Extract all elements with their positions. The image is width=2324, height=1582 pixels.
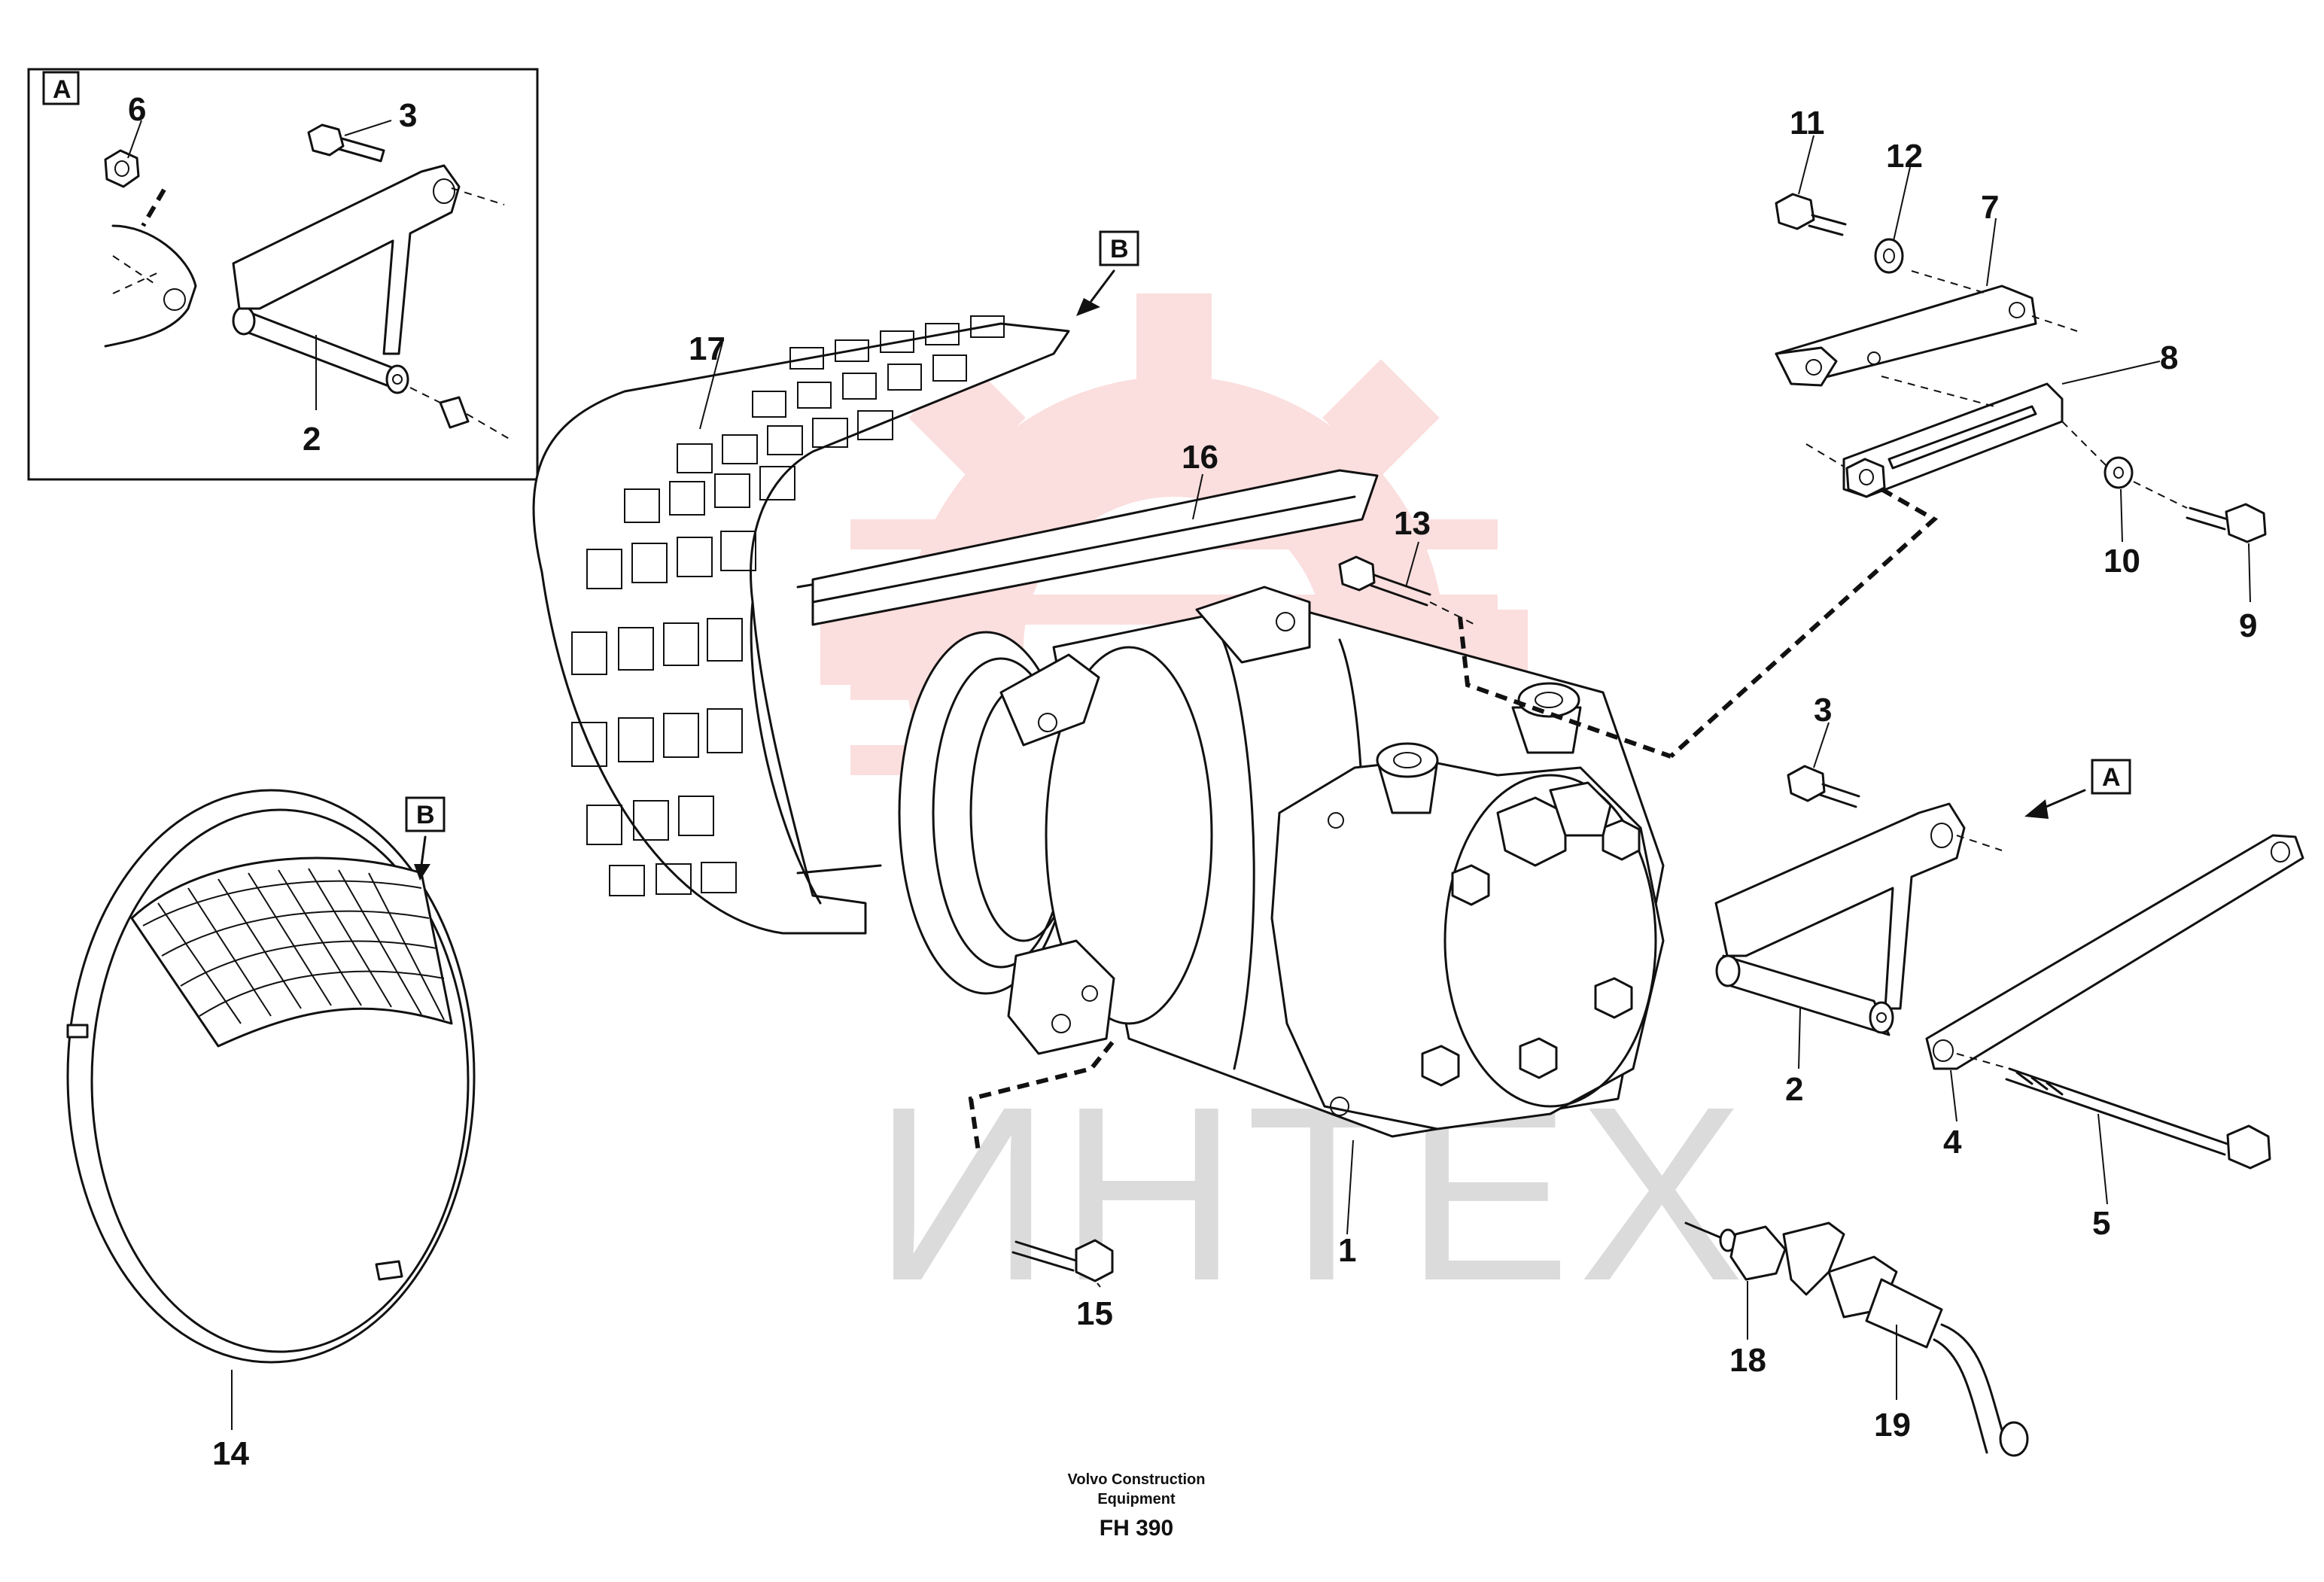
callout-11: 11 bbox=[1790, 105, 1825, 141]
callout-2-inset: 2 bbox=[303, 421, 321, 458]
pressure-switch: 18 bbox=[1684, 1221, 1845, 1379]
callout-14: 14 bbox=[212, 1435, 249, 1472]
callout-16: 16 bbox=[1182, 439, 1218, 476]
bolt-15: 15 bbox=[968, 1041, 1115, 1332]
bolt-icon bbox=[307, 123, 385, 163]
view-a-inset-label: A bbox=[53, 75, 71, 104]
callout-7: 7 bbox=[1981, 189, 1999, 226]
footer: Volvo Construction Equipment FH 390 bbox=[1068, 1471, 1206, 1541]
callout-15: 15 bbox=[1076, 1295, 1113, 1332]
callout-8: 8 bbox=[2160, 339, 2178, 376]
callout-3-main: 3 bbox=[1814, 692, 1832, 729]
head-bolt-icon bbox=[1421, 819, 1641, 1087]
callout-12: 12 bbox=[1886, 138, 1923, 175]
view-a-main-label: A bbox=[2102, 763, 2121, 792]
callout-6: 6 bbox=[128, 91, 146, 128]
callout-17: 17 bbox=[689, 330, 725, 367]
callout-13: 13 bbox=[1394, 505, 1431, 542]
upper-bracket-assembly: 11 12 7 8 10 9 bbox=[1668, 105, 2267, 759]
callout-2-main: 2 bbox=[1785, 1071, 1803, 1108]
belt-guard: 17 bbox=[532, 315, 1070, 935]
lower-bracket-assembly: 3 A 2 4 5 bbox=[1714, 692, 2304, 1242]
nut-icon bbox=[104, 149, 140, 188]
bolt-13: 13 bbox=[1338, 505, 1672, 759]
callout-5: 5 bbox=[2092, 1205, 2110, 1242]
callout-18: 18 bbox=[1729, 1342, 1766, 1379]
footer-code: FH 390 bbox=[1100, 1516, 1173, 1541]
view-b-main-label: B bbox=[1110, 235, 1129, 263]
callout-4: 4 bbox=[1943, 1124, 1962, 1161]
drive-belt: 16 bbox=[811, 439, 1379, 626]
callout-9: 9 bbox=[2239, 607, 2257, 644]
view-b-belt-label: B bbox=[416, 801, 435, 829]
pin-icon bbox=[232, 306, 409, 394]
service-port-icon bbox=[1376, 682, 1612, 867]
inset-view-a: A 6 3 bbox=[27, 68, 539, 481]
callout-1: 1 bbox=[1338, 1232, 1356, 1269]
wire-connector: 19 bbox=[1827, 1255, 2029, 1457]
footer-line-1: Volvo Construction bbox=[1068, 1471, 1206, 1488]
callout-19: 19 bbox=[1874, 1407, 1911, 1444]
callout-3-inset: 3 bbox=[399, 97, 417, 134]
belt-loop: 14 B bbox=[66, 789, 476, 1472]
view-b-marker: B bbox=[1076, 230, 1139, 316]
callout-10: 10 bbox=[2103, 543, 2140, 580]
footer-line-2: Equipment bbox=[1097, 1491, 1176, 1507]
ac-compressor: 1 bbox=[898, 586, 1665, 1269]
